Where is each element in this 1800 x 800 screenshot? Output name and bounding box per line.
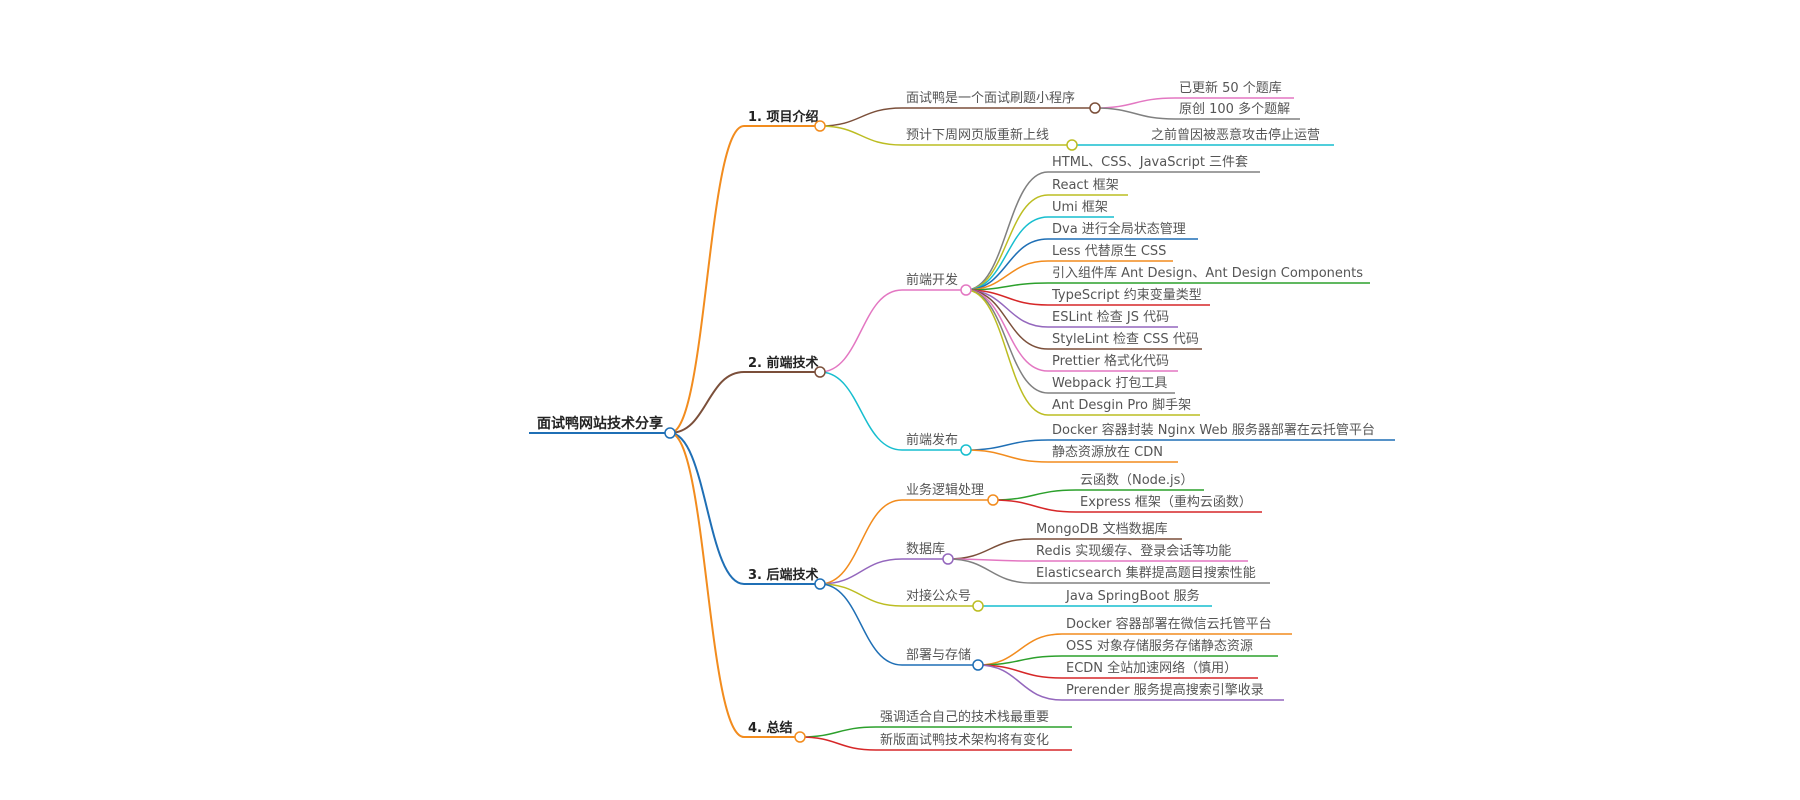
- topic-node[interactable]: 前端开发: [906, 272, 958, 288]
- connector-layer: [669, 97, 1176, 751]
- branch-connector: [965, 289, 1049, 416]
- branch-connector: [819, 558, 903, 585]
- branch-connector: [819, 107, 903, 127]
- branch-connector: [819, 583, 903, 666]
- branch-connector: [965, 289, 1049, 394]
- branch-connector: [965, 238, 1049, 291]
- branch-connector: [669, 432, 745, 738]
- branch-connector: [965, 194, 1049, 291]
- node-connector-dot: [814, 120, 826, 132]
- topic-node[interactable]: 数据库: [906, 541, 945, 557]
- leaf-node[interactable]: ESLint 检查 JS 代码: [1052, 310, 1169, 325]
- branch-connector: [799, 736, 877, 751]
- branch-connector: [819, 289, 903, 373]
- branch-connector: [977, 664, 1063, 701]
- branch-connector: [819, 371, 903, 451]
- leaf-node[interactable]: 之前曾因被恶意攻击停止运营: [1151, 127, 1320, 143]
- branch-connector: [819, 125, 903, 146]
- branch-node[interactable]: 2. 前端技术: [748, 355, 819, 371]
- node-connector-dot: [960, 284, 972, 296]
- node-connector-dot: [987, 494, 999, 506]
- node-layer: 面试鸭网站技术分享 1. 项目介绍 面试鸭是一个面试刷题小程序 已更新 50 个题库原…: [529, 80, 1395, 751]
- leaf-node[interactable]: Elasticsearch 集群提高题目搜索性能: [1036, 565, 1256, 581]
- leaf-node[interactable]: TypeScript 约束变量类型: [1051, 287, 1202, 303]
- branch-connector: [992, 499, 1077, 513]
- branch-connector: [965, 449, 1049, 463]
- branch-connector: [819, 583, 903, 607]
- node-connector-dot: [814, 578, 826, 590]
- node-connector-dot: [794, 731, 806, 743]
- topic-node[interactable]: 部署与存储: [906, 648, 971, 663]
- node-connector-dot: [960, 444, 972, 456]
- leaf-node[interactable]: Ant Desgin Pro 脚手架: [1052, 397, 1191, 413]
- leaf-node[interactable]: OSS 对象存储服务存储静态资源: [1066, 638, 1253, 654]
- leaf-node[interactable]: Docker 容器部署在微信云托管平台: [1066, 616, 1272, 632]
- leaf-node[interactable]: 静态资源放在 CDN: [1052, 445, 1163, 460]
- branch-connector: [819, 499, 903, 585]
- node-connector-dot: [942, 553, 954, 565]
- node-connector-dot: [972, 659, 984, 671]
- topic-node[interactable]: 预计下周网页版重新上线: [906, 127, 1049, 143]
- leaf-node[interactable]: 原创 100 多个题解: [1179, 101, 1290, 117]
- leaf-node[interactable]: Dva 进行全局状态管理: [1052, 221, 1186, 237]
- node-connector-dot: [814, 366, 826, 378]
- branch-connector: [669, 125, 745, 434]
- branch-connector: [965, 289, 1049, 372]
- node-connector-dot: [664, 427, 676, 439]
- leaf-node[interactable]: Prerender 服务提高搜索引擎收录: [1066, 682, 1264, 698]
- branch-connector: [669, 371, 745, 434]
- leaf-node[interactable]: Webpack 打包工具: [1052, 376, 1167, 391]
- leaf-node[interactable]: 云函数（Node.js）: [1080, 473, 1193, 488]
- leaf-node[interactable]: Less 代替原生 CSS: [1052, 244, 1166, 259]
- leaf-node[interactable]: 引入组件库 Ant Design、Ant Design Components: [1052, 265, 1363, 281]
- branch-connector: [1094, 107, 1176, 120]
- leaf-node[interactable]: MongoDB 文档数据库: [1036, 521, 1168, 537]
- leaf-node[interactable]: Docker 容器封装 Nginx Web 服务器部署在云托管平台: [1052, 422, 1375, 438]
- leaf-node[interactable]: Redis 实现缓存、登录会话等功能: [1036, 543, 1231, 559]
- branch-connector: [947, 558, 1033, 584]
- topic-node[interactable]: 前端发布: [906, 432, 958, 448]
- leaf-node[interactable]: Java SpringBoot 服务: [1065, 588, 1200, 604]
- leaf-node[interactable]: Umi 框架: [1052, 200, 1108, 215]
- topic-node[interactable]: 强调适合自己的技术栈最重要: [880, 709, 1049, 725]
- branch-connector: [799, 726, 877, 738]
- root-node[interactable]: 面试鸭网站技术分享: [537, 415, 663, 432]
- branch-connector: [1094, 97, 1176, 109]
- branch-connector: [965, 216, 1049, 291]
- branch-node[interactable]: 1. 项目介绍: [748, 109, 819, 125]
- topic-node[interactable]: 业务逻辑处理: [906, 482, 984, 498]
- node-connector-dot: [972, 600, 984, 612]
- branch-connector: [965, 289, 1049, 328]
- leaf-node[interactable]: Express 框架（重构云函数）: [1080, 494, 1252, 510]
- branch-connector: [965, 439, 1049, 451]
- topic-node[interactable]: 面试鸭是一个面试刷题小程序: [906, 91, 1075, 106]
- branch-connector: [669, 432, 745, 585]
- topic-node[interactable]: 新版面试鸭技术架构将有变化: [880, 732, 1049, 748]
- leaf-node[interactable]: HTML、CSS、JavaScript 三件套: [1052, 154, 1248, 170]
- branch-connector: [992, 489, 1077, 501]
- leaf-node[interactable]: Prettier 格式化代码: [1052, 353, 1169, 369]
- node-connector-dot: [1066, 139, 1078, 151]
- leaf-node[interactable]: StyleLint 检查 CSS 代码: [1052, 332, 1199, 347]
- topic-node[interactable]: 对接公众号: [906, 588, 971, 604]
- branch-connector: [947, 538, 1033, 560]
- node-connector-dot: [1089, 102, 1101, 114]
- branch-node[interactable]: 4. 总结: [748, 720, 793, 736]
- leaf-node[interactable]: React 框架: [1052, 178, 1119, 193]
- leaf-node[interactable]: 已更新 50 个题库: [1179, 80, 1282, 96]
- leaf-node[interactable]: ECDN 全站加速网络（慎用）: [1066, 660, 1237, 676]
- branch-connector: [965, 171, 1049, 291]
- branch-node[interactable]: 3. 后端技术: [748, 567, 819, 583]
